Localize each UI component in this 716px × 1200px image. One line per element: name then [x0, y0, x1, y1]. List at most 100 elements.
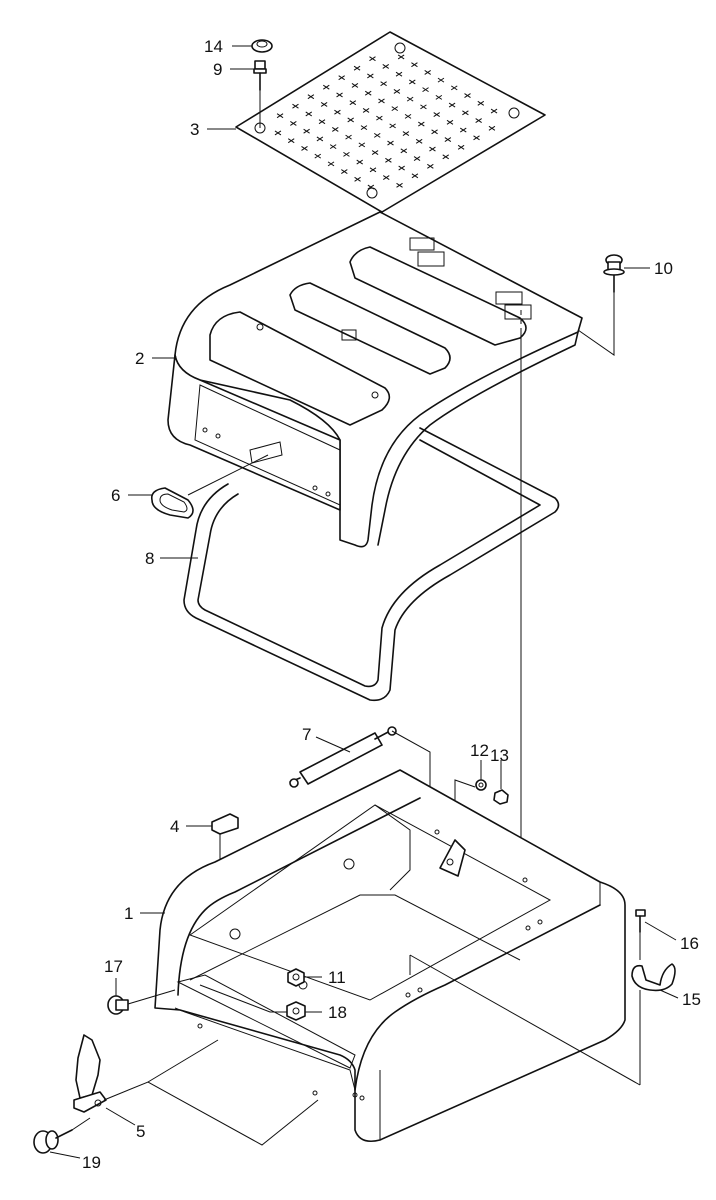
perforation-mark — [427, 163, 434, 169]
perforation-mark — [406, 96, 414, 102]
perforation-mark — [418, 121, 425, 127]
part-9-screw — [253, 60, 267, 91]
perforation-mark — [398, 165, 405, 171]
perforation-mark — [351, 83, 359, 88]
perforation-mark — [477, 100, 485, 106]
perforation-mark — [292, 103, 299, 109]
part-19-bolt — [33, 1129, 73, 1154]
perforation-mark — [349, 100, 357, 106]
perforation-mark — [341, 169, 348, 175]
perforation-mark — [448, 102, 456, 108]
perforation-mark — [320, 102, 328, 107]
callout-9: 9 — [213, 60, 222, 79]
part-12-washer — [475, 779, 487, 791]
perforation-mark — [371, 150, 379, 156]
perforation-mark — [411, 173, 419, 179]
perforation-mark — [318, 119, 326, 125]
perforation-mark — [301, 145, 308, 151]
callout-17: 17 — [104, 957, 123, 976]
perforation-mark — [391, 106, 399, 112]
part-16-screw — [635, 909, 646, 933]
perforation-mark — [316, 136, 324, 142]
perforation-mark — [334, 109, 341, 115]
part-5-latch — [73, 1034, 107, 1113]
callout-13: 13 — [490, 746, 509, 765]
part-7-gas-strut — [289, 726, 397, 788]
perforation-mark — [397, 54, 405, 60]
perforation-mark — [287, 138, 295, 144]
callout-8: 8 — [145, 549, 154, 568]
perforation-mark — [290, 121, 297, 126]
perforation-mark — [305, 111, 313, 117]
callout-2: 2 — [135, 349, 144, 368]
callout-14: 14 — [204, 37, 223, 56]
perforation-mark — [473, 135, 480, 141]
part-17-bolt — [107, 995, 129, 1015]
perforation-mark — [369, 167, 377, 173]
callout-11: 11 — [328, 968, 346, 987]
perforation-mark — [488, 125, 496, 131]
part-10-bolt — [603, 254, 625, 293]
perforation-mark — [378, 98, 385, 104]
part-1-base-body — [154, 769, 626, 1143]
perforation-mark — [322, 84, 330, 90]
callout-6: 6 — [111, 486, 120, 505]
part-15-clip — [631, 963, 676, 992]
perforation-mark — [362, 107, 370, 113]
perforation-mark — [367, 73, 374, 79]
perforation-mark — [367, 184, 375, 190]
perforation-mark — [420, 104, 427, 110]
perforation-mark — [462, 110, 469, 116]
callout-5: 5 — [136, 1122, 145, 1141]
part-3-perforated-plate — [235, 31, 546, 213]
perforation-mark — [327, 161, 335, 167]
perforation-mark — [389, 123, 396, 129]
perforation-mark — [435, 94, 443, 100]
callout-4: 4 — [170, 817, 179, 836]
perforation-mark — [385, 157, 392, 163]
perforation-mark — [475, 118, 482, 123]
perforation-mark — [409, 79, 416, 85]
perforation-mark — [422, 87, 429, 93]
perforation-mark — [450, 85, 458, 91]
perforation-mark — [402, 131, 410, 137]
perforation-mark — [444, 137, 452, 142]
part-6-grommet — [150, 487, 194, 519]
callout-19: 19 — [82, 1153, 101, 1172]
perforation-mark — [411, 62, 418, 68]
perforation-mark — [332, 126, 339, 132]
callout-10: 10 — [654, 259, 673, 278]
perforation-mark — [314, 153, 322, 159]
perforation-mark — [400, 148, 408, 154]
callout-18: 18 — [328, 1003, 347, 1022]
perforation-mark — [345, 134, 352, 140]
perforation-mark — [393, 88, 401, 94]
perforation-mark — [376, 115, 383, 121]
perforation-mark — [343, 151, 350, 157]
perforation-mark — [356, 159, 363, 165]
perforation-mark — [387, 140, 394, 146]
perforation-mark — [415, 138, 423, 144]
perforation-mark — [395, 71, 403, 77]
part-4-bumper — [211, 813, 239, 835]
perforation-mark — [490, 108, 498, 114]
perforation-mark — [329, 144, 337, 150]
perforation-mark — [274, 130, 282, 136]
part-8-frame — [183, 427, 560, 702]
perforation-mark — [382, 64, 390, 69]
callout-3: 3 — [190, 120, 199, 139]
perforation-mark — [437, 77, 445, 83]
perforation-mark — [373, 132, 381, 138]
perforation-mark — [336, 92, 343, 98]
perforation-mark — [364, 90, 372, 96]
callout-7: 7 — [302, 725, 311, 744]
perforation-mark — [276, 113, 284, 119]
perforation-mark — [413, 156, 421, 161]
perforation-mark — [464, 93, 471, 99]
perforation-mark — [457, 144, 465, 150]
perforation-mark — [431, 129, 438, 135]
part-13-nut — [493, 789, 509, 805]
perforation-mark — [380, 81, 387, 87]
callout-15: 15 — [682, 990, 701, 1009]
callout-12: 12 — [470, 741, 489, 760]
